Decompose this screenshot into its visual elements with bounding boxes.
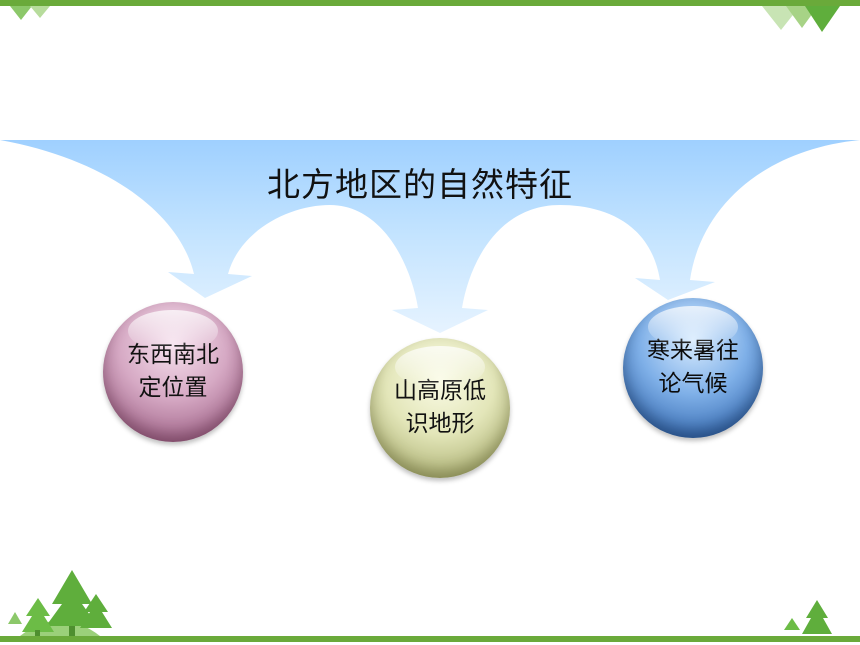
node-line-1: 山高原低 (394, 378, 486, 404)
node-terrain: 山高原低 识地形 (370, 338, 510, 478)
three-way-arrow (0, 140, 860, 333)
node-text: 山高原低 识地形 (394, 375, 486, 441)
node-line-2: 论气候 (658, 371, 728, 397)
top-border-bar (0, 0, 860, 6)
node-text: 寒来暑往 论气候 (647, 335, 739, 401)
node-climate: 寒来暑往 论气候 (623, 298, 763, 438)
node-line-2: 定位置 (138, 375, 208, 401)
top-right-triangles (762, 6, 840, 32)
bottom-left-trees (8, 570, 112, 636)
node-line-2: 识地形 (405, 411, 475, 437)
node-line-1: 寒来暑往 (647, 338, 739, 364)
bottom-border-bar (0, 636, 860, 642)
bottom-right-trees (784, 600, 832, 634)
node-text: 东西南北 定位置 (127, 339, 219, 405)
top-left-triangles (10, 6, 50, 20)
node-line-1: 东西南北 (127, 342, 219, 368)
diagram-title: 北方地区的自然特征 (267, 165, 573, 204)
node-location: 东西南北 定位置 (103, 302, 243, 442)
